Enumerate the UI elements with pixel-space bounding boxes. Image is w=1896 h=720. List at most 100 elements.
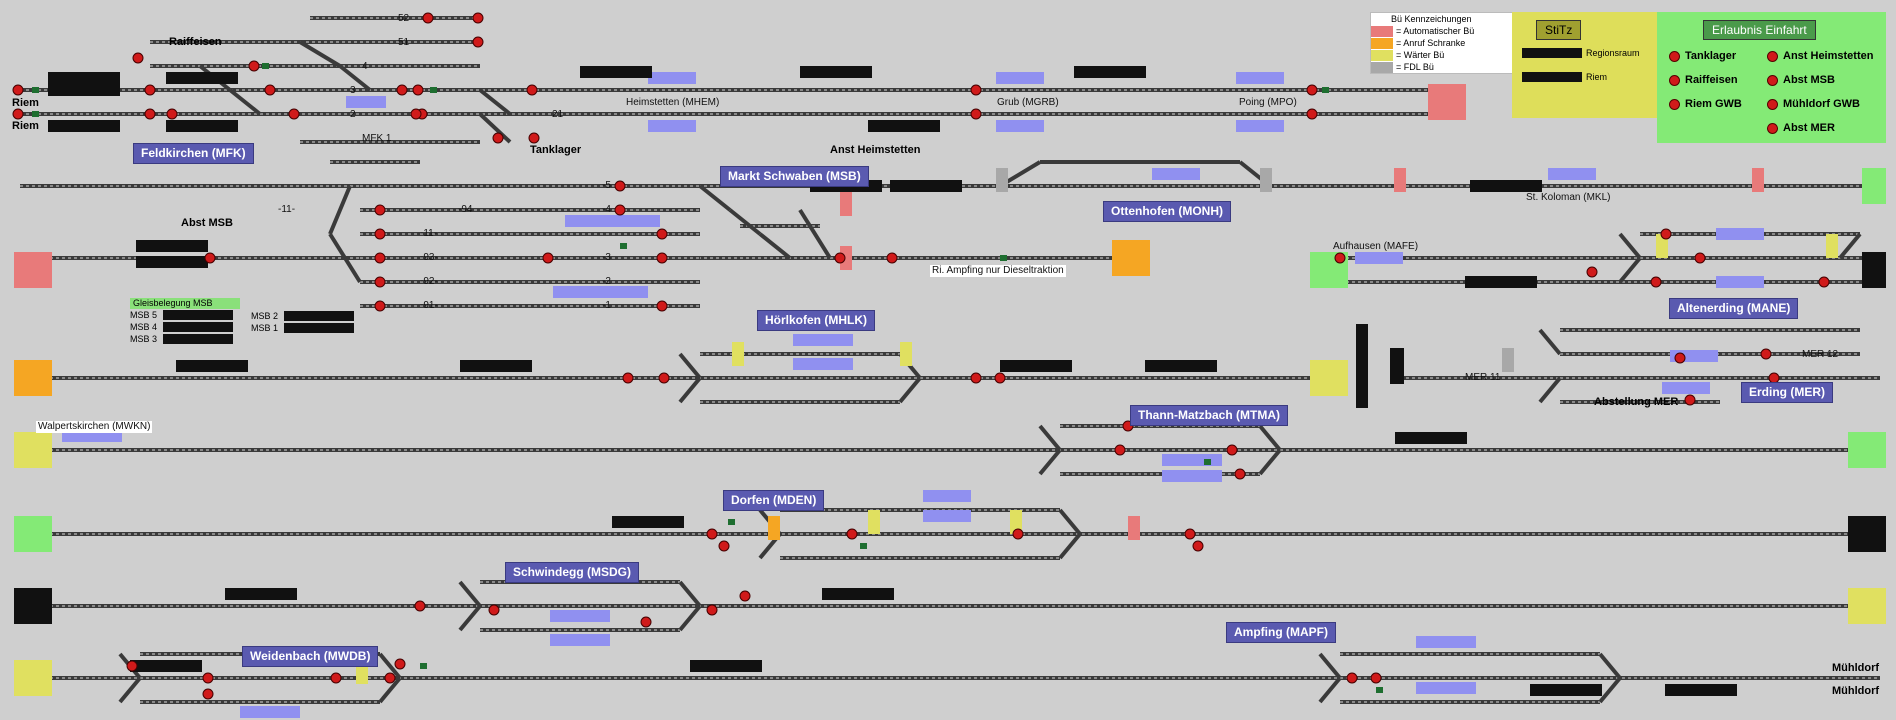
signal-icon[interactable] xyxy=(488,604,500,616)
gleisbelegung-row[interactable]: MSB 3 xyxy=(130,333,240,345)
signal-icon[interactable] xyxy=(1660,228,1672,240)
signal-icon[interactable] xyxy=(640,616,652,628)
train-number-display[interactable] xyxy=(822,588,894,600)
signal-icon[interactable] xyxy=(528,132,540,144)
station-msdg[interactable]: Schwindegg (MSDG) xyxy=(505,562,639,583)
erlaubnis-abst-msb[interactable]: Abst MSB xyxy=(1767,74,1835,86)
signal-icon[interactable] xyxy=(1192,540,1204,552)
line-end-block[interactable] xyxy=(1848,588,1886,624)
signal-icon[interactable] xyxy=(202,688,214,700)
signal-icon[interactable] xyxy=(1346,672,1358,684)
erlaubnis-anst-heimstetten[interactable]: Anst Heimstetten xyxy=(1767,50,1873,62)
signal-icon[interactable] xyxy=(658,372,670,384)
line-end-block[interactable] xyxy=(1862,252,1886,288)
signal-icon[interactable] xyxy=(1306,84,1318,96)
signal-icon[interactable] xyxy=(886,252,898,264)
train-number-display[interactable] xyxy=(868,120,940,132)
train-number-display[interactable] xyxy=(136,240,208,252)
line-end-block[interactable] xyxy=(14,660,52,696)
signal-icon[interactable] xyxy=(1684,394,1696,406)
train-number-display[interactable] xyxy=(130,660,202,672)
signal-icon[interactable] xyxy=(1334,252,1346,264)
line-end-block[interactable] xyxy=(14,360,52,396)
station-mer[interactable]: Erding (MER) xyxy=(1741,382,1833,403)
signal-icon[interactable] xyxy=(12,108,24,120)
train-number-display[interactable] xyxy=(166,72,238,84)
signal-icon[interactable] xyxy=(970,108,982,120)
signal-icon[interactable] xyxy=(288,108,300,120)
signal-icon[interactable] xyxy=(1226,444,1238,456)
signal-icon[interactable] xyxy=(994,372,1006,384)
erlaubnis-muehldorf-gwb[interactable]: Mühldorf GWB xyxy=(1767,98,1860,110)
signal-icon[interactable] xyxy=(1760,348,1772,360)
train-number-display[interactable] xyxy=(176,360,248,372)
train-number-display[interactable] xyxy=(1145,360,1217,372)
signal-icon[interactable] xyxy=(132,52,144,64)
signal-icon[interactable] xyxy=(126,660,138,672)
signal-icon[interactable] xyxy=(1184,528,1196,540)
train-number-display[interactable] xyxy=(1000,360,1072,372)
signal-icon[interactable] xyxy=(412,84,424,96)
erlaubnis-raiffeisen[interactable]: Raiffeisen xyxy=(1669,74,1738,86)
signal-icon[interactable] xyxy=(414,600,426,612)
signal-icon[interactable] xyxy=(248,60,260,72)
station-mhlk[interactable]: Hörlkofen (MHLK) xyxy=(757,310,875,331)
line-end-block[interactable] xyxy=(1390,348,1404,384)
station-mapf[interactable]: Ampfing (MAPF) xyxy=(1226,622,1336,643)
signal-icon[interactable] xyxy=(202,672,214,684)
signal-icon[interactable] xyxy=(1694,252,1706,264)
train-number-display[interactable] xyxy=(612,516,684,528)
signal-icon[interactable] xyxy=(1012,528,1024,540)
signal-icon[interactable] xyxy=(706,604,718,616)
erlaubnis-riem-gwb[interactable]: Riem GWB xyxy=(1669,98,1742,110)
train-number-display[interactable] xyxy=(48,120,120,132)
signal-icon[interactable] xyxy=(384,672,396,684)
signal-icon[interactable] xyxy=(1234,468,1246,480)
train-number-display[interactable] xyxy=(1470,180,1542,192)
train-number-display[interactable] xyxy=(1074,66,1146,78)
train-number-display[interactable] xyxy=(890,180,962,192)
signal-icon[interactable] xyxy=(1650,276,1662,288)
signal-icon[interactable] xyxy=(970,372,982,384)
signal-icon[interactable] xyxy=(374,276,386,288)
signal-icon[interactable] xyxy=(422,12,434,24)
signal-icon[interactable] xyxy=(1586,266,1598,278)
line-end-block[interactable] xyxy=(14,432,52,468)
train-number-display[interactable] xyxy=(136,256,208,268)
signal-icon[interactable] xyxy=(410,108,422,120)
signal-icon[interactable] xyxy=(846,528,858,540)
line-end-block[interactable] xyxy=(1848,432,1886,468)
signal-icon[interactable] xyxy=(472,36,484,48)
signal-icon[interactable] xyxy=(12,84,24,96)
signal-icon[interactable] xyxy=(1114,444,1126,456)
signal-icon[interactable] xyxy=(144,108,156,120)
station-mden[interactable]: Dorfen (MDEN) xyxy=(723,490,825,511)
station-mwdb[interactable]: Weidenbach (MWDB) xyxy=(242,646,379,667)
signal-icon[interactable] xyxy=(656,300,668,312)
line-end-block[interactable] xyxy=(1112,240,1150,276)
erlaubnis-abst-mer[interactable]: Abst MER xyxy=(1767,122,1835,134)
train-number-display[interactable] xyxy=(48,72,120,84)
signal-icon[interactable] xyxy=(614,180,626,192)
signal-icon[interactable] xyxy=(706,528,718,540)
signal-icon[interactable] xyxy=(1370,672,1382,684)
gleisbelegung-row[interactable]: MSB 2 xyxy=(251,310,361,322)
station-mane[interactable]: Altenerding (MANE) xyxy=(1669,298,1799,319)
signal-icon[interactable] xyxy=(374,252,386,264)
gleisbelegung-row[interactable]: MSB 5 xyxy=(130,309,240,321)
train-number-display[interactable] xyxy=(1665,684,1737,696)
signal-icon[interactable] xyxy=(970,84,982,96)
stitz-regionsraum[interactable]: Regionsraum xyxy=(1522,48,1640,58)
train-number-display[interactable] xyxy=(690,660,762,672)
station-monh[interactable]: Ottenhofen (MONH) xyxy=(1103,201,1231,222)
signal-icon[interactable] xyxy=(144,84,156,96)
line-end-block[interactable] xyxy=(1310,360,1348,396)
signal-icon[interactable] xyxy=(526,84,538,96)
signal-icon[interactable] xyxy=(656,228,668,240)
line-end-block[interactable] xyxy=(14,516,52,552)
line-end-block[interactable] xyxy=(1862,168,1886,204)
station-msb[interactable]: Markt Schwaben (MSB) xyxy=(720,166,869,187)
train-number-display[interactable] xyxy=(1465,276,1537,288)
signal-icon[interactable] xyxy=(204,252,216,264)
signal-icon[interactable] xyxy=(718,540,730,552)
